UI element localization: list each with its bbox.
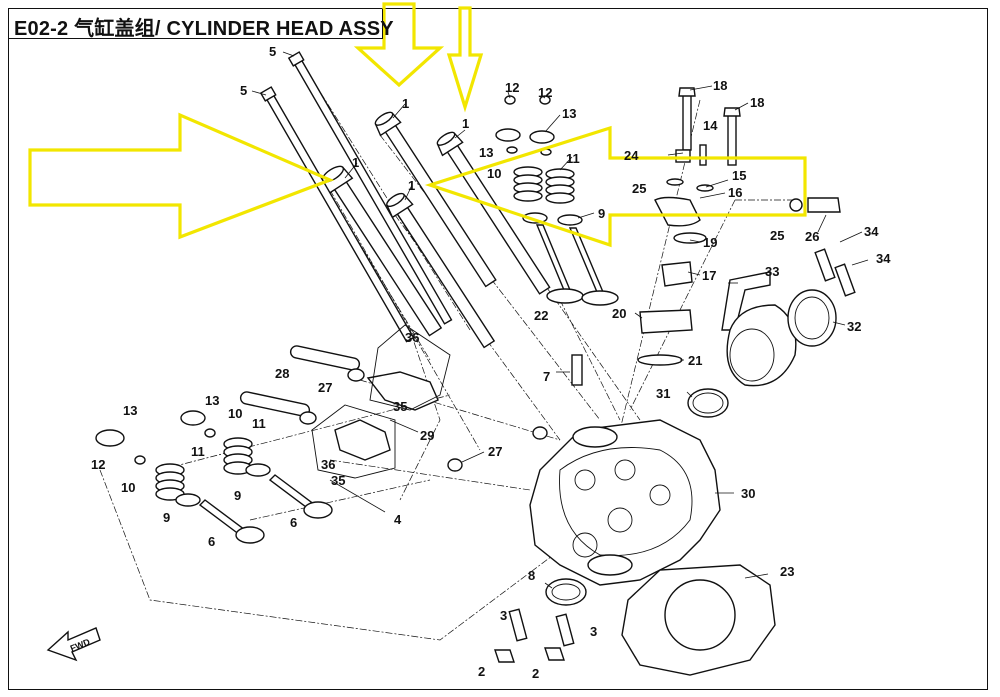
callout-label: 22 bbox=[534, 308, 548, 323]
callout-label: 27 bbox=[488, 444, 502, 459]
forward-arrow: FWD bbox=[46, 627, 101, 662]
callout-label: 9 bbox=[598, 206, 605, 221]
callout-label: 13 bbox=[205, 393, 219, 408]
valve-train-lower bbox=[95, 410, 333, 544]
callout-label: 9 bbox=[163, 510, 170, 525]
spark-plug bbox=[571, 354, 583, 386]
callout-label: 12 bbox=[538, 85, 552, 100]
callout-label: 12 bbox=[505, 80, 519, 95]
callout-label: 35 bbox=[393, 399, 407, 414]
thermostat-housing bbox=[654, 196, 701, 227]
callout-label: 16 bbox=[728, 185, 742, 200]
callout-label: 17 bbox=[702, 268, 716, 283]
callout-label: 31 bbox=[656, 386, 670, 401]
diagram-frame bbox=[8, 8, 988, 690]
valve-spring-lower-left bbox=[155, 463, 185, 501]
highlight-arrow-right bbox=[28, 112, 335, 240]
diagram-title: E02-2 气缸盖组/ CYLINDER HEAD ASSY bbox=[14, 18, 394, 40]
callout-label: 34 bbox=[864, 224, 879, 239]
thermostat-stack bbox=[637, 87, 841, 366]
head-bolts bbox=[259, 51, 551, 349]
callout-label: 14 bbox=[703, 118, 718, 133]
rocker-arms bbox=[239, 324, 548, 479]
thermostat bbox=[661, 261, 693, 287]
callout-label: 4 bbox=[394, 512, 402, 527]
gaskets bbox=[545, 564, 776, 676]
callout-label: 11 bbox=[566, 151, 580, 166]
callout-label: 18 bbox=[750, 95, 764, 110]
valve-spring-left bbox=[513, 166, 543, 202]
valve-spring-lower-right bbox=[223, 437, 253, 475]
callout-label: 28 bbox=[275, 366, 289, 381]
callout-label: 25 bbox=[632, 181, 646, 196]
callout-label: 9 bbox=[234, 488, 241, 503]
valve-train-upper bbox=[495, 95, 619, 306]
callout-label: 34 bbox=[876, 251, 891, 266]
callout-label: 35 bbox=[331, 473, 345, 488]
callout-label: 18 bbox=[713, 78, 727, 93]
callout-label: 30 bbox=[741, 486, 755, 501]
callout-label: 32 bbox=[847, 319, 861, 334]
callout-label: 33 bbox=[765, 264, 779, 279]
callout-label: 7 bbox=[543, 369, 550, 384]
callout-labels: 1 1 1 1 2 2 3 3 4 5 5 6 6 7 8 9 9 9 10 1… bbox=[91, 44, 891, 681]
callout-label: 2 bbox=[532, 666, 539, 681]
temperature-sensor bbox=[807, 197, 841, 213]
highlight-arrow-down-right bbox=[446, 6, 484, 113]
callout-label: 15 bbox=[732, 168, 746, 183]
callout-label: 21 bbox=[688, 353, 702, 368]
callout-label: 5 bbox=[269, 44, 276, 59]
callout-label: 10 bbox=[487, 166, 501, 181]
rocker-arm-upper bbox=[366, 371, 439, 411]
exhaust-studs bbox=[494, 608, 575, 663]
cylinder-head bbox=[529, 354, 721, 586]
callout-label: 6 bbox=[290, 515, 297, 530]
callout-label: 36 bbox=[321, 457, 335, 472]
intake-assembly bbox=[687, 248, 856, 418]
intake-manifold bbox=[726, 304, 797, 387]
intake-bracket bbox=[721, 271, 771, 331]
callout-label: 26 bbox=[805, 229, 819, 244]
callout-label: 1 bbox=[408, 178, 415, 193]
callout-label: 13 bbox=[123, 403, 137, 418]
callout-label: 5 bbox=[240, 83, 247, 98]
callout-label: 20 bbox=[612, 306, 626, 321]
callout-label: 11 bbox=[191, 444, 205, 459]
callout-label: 25 bbox=[770, 228, 784, 243]
callout-label: 2 bbox=[478, 664, 485, 679]
callout-label: 19 bbox=[703, 235, 717, 250]
callout-label: 1 bbox=[352, 155, 359, 170]
callout-label: 3 bbox=[590, 624, 597, 639]
callout-label: 36 bbox=[405, 330, 419, 345]
thermostat-base bbox=[639, 309, 693, 334]
callout-label: 24 bbox=[624, 148, 639, 163]
callout-label: 8 bbox=[528, 568, 535, 583]
rocker-arm-lower bbox=[334, 419, 391, 461]
highlight-arrow-left bbox=[424, 125, 807, 248]
callout-label: 12 bbox=[91, 457, 105, 472]
callout-label: 13 bbox=[562, 106, 576, 121]
callout-label: 27 bbox=[318, 380, 332, 395]
callout-label: 23 bbox=[780, 564, 794, 579]
callout-label: 1 bbox=[402, 96, 409, 111]
callout-label: 13 bbox=[479, 145, 493, 160]
callout-label: 11 bbox=[252, 416, 266, 431]
callout-label: 1 bbox=[462, 116, 469, 131]
callout-label: 29 bbox=[420, 428, 434, 443]
callout-label: 3 bbox=[500, 608, 507, 623]
leader-lines bbox=[251, 51, 869, 589]
callout-label: 10 bbox=[228, 406, 242, 421]
valve-spring-right bbox=[545, 168, 575, 204]
callout-label: 10 bbox=[121, 480, 135, 495]
title-box bbox=[9, 9, 383, 39]
highlight-arrow-down-left bbox=[353, 2, 445, 88]
callout-label: 6 bbox=[208, 534, 215, 549]
highlight-arrows bbox=[28, 2, 807, 248]
